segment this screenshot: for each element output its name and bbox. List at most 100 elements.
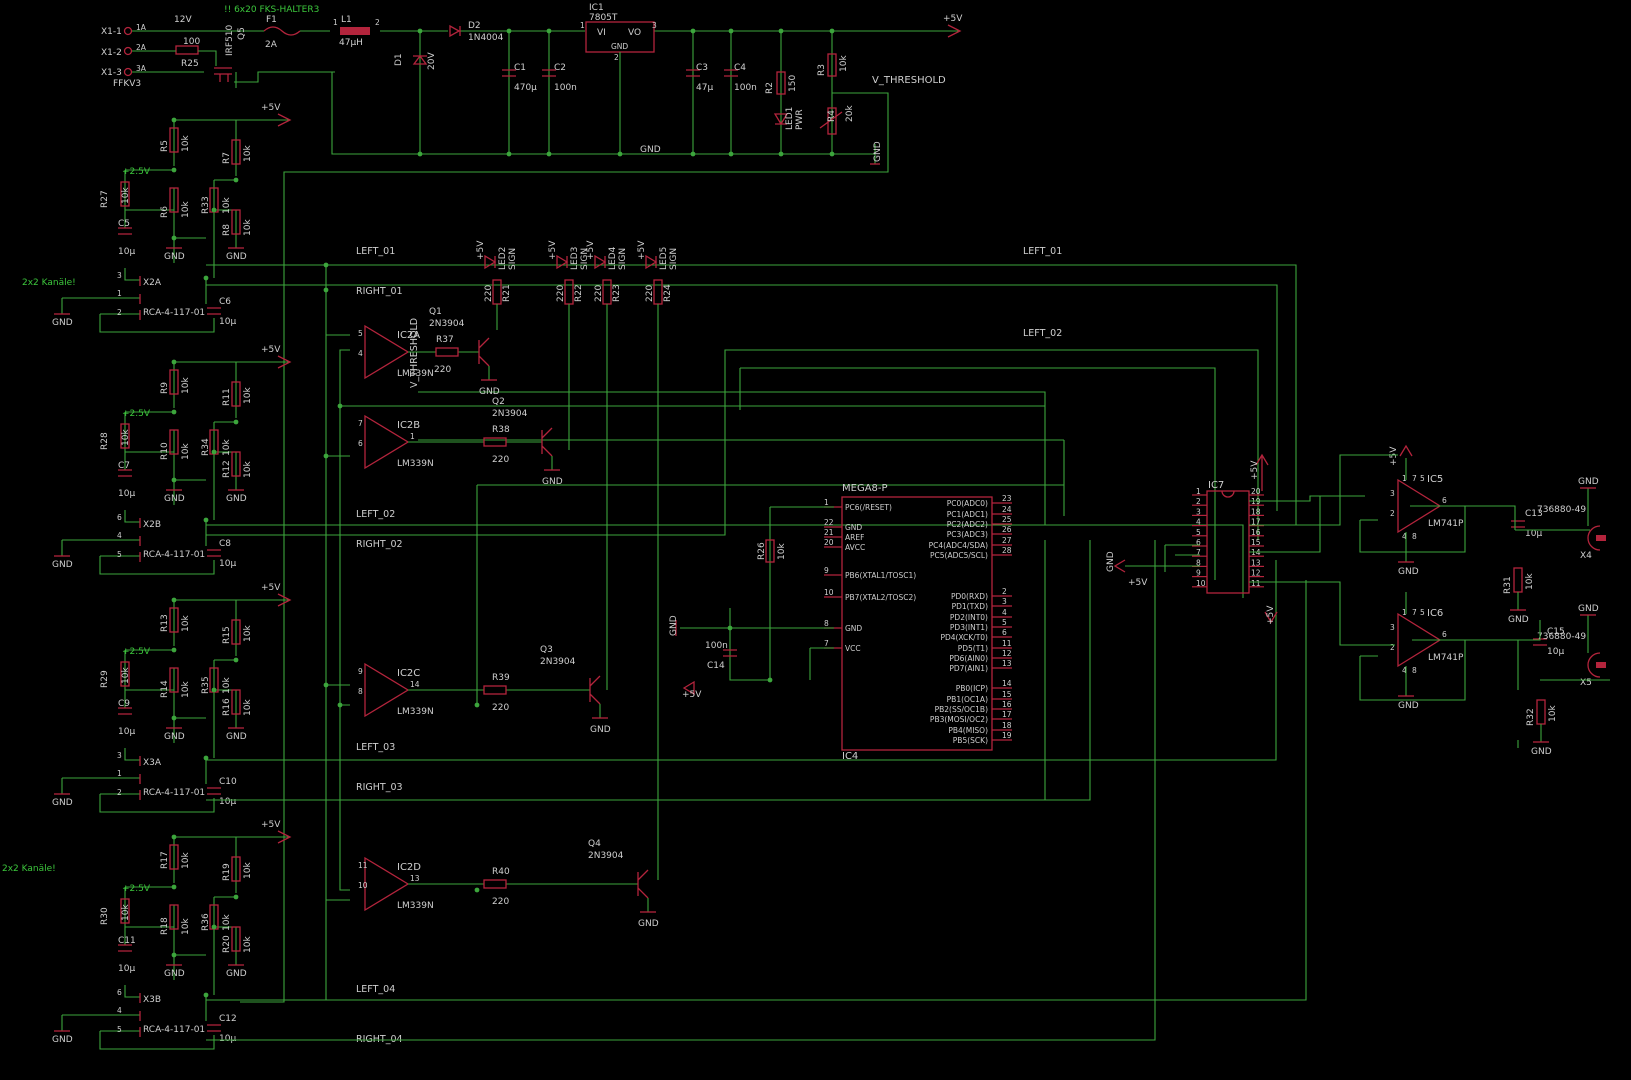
mux-5v-bottom-label: +5V [1266, 605, 1276, 625]
ch4-jack-pin-b: 4 [117, 1006, 122, 1015]
ic6-jack-gnd-label: GND [1578, 604, 1599, 614]
mcu-pin-21-num: 21 [824, 528, 834, 537]
mcu-pin-19-num: 19 [1002, 731, 1012, 740]
mcu-pin-13-num: 13 [1002, 659, 1012, 668]
d2-value: 1N4004 [468, 33, 504, 43]
ic2c-pin-out: 14 [410, 680, 420, 689]
mcu-pin-4-label: PD2(INT0) [950, 613, 988, 622]
ch1-jack-pin-b: 1 [117, 289, 122, 298]
ic5-5v-label: +5V [1389, 446, 1399, 466]
ch2-resistor-rc [231, 381, 241, 407]
ch2-cap-b [207, 549, 221, 557]
ic2d-label: IC2D [397, 862, 421, 873]
ic2a-r-value: 220 [434, 365, 451, 375]
ch1-rf-label: R27 [100, 190, 110, 208]
mcu-ref: IC4 [842, 751, 858, 762]
ic1-label: IC1 [589, 3, 604, 13]
mux-right-pin-7-num: 14 [1251, 548, 1261, 557]
led2-label: LED2 [498, 247, 508, 270]
ic2b-r-label: R38 [492, 425, 510, 435]
c14-label: C14 [707, 661, 725, 671]
mcu-pin-20-label: AVCC [845, 543, 865, 552]
mcu-pin-27-label: PC4(ADC4/SDA) [929, 541, 988, 550]
ch3-rc-label: R15 [222, 626, 232, 644]
ic2a-label: IC2A [397, 330, 420, 341]
ch1-gnd-label-1: GND [164, 252, 185, 262]
ch2-re-label: R34 [201, 438, 211, 456]
ch4-rd-label: R20 [222, 935, 232, 953]
comparators: IC2ALM339N54R37220Q12N3904GNDIC2BLM339N7… [358, 307, 659, 929]
q4-value: 2N3904 [588, 851, 624, 861]
ch2-jack-value: RCA-4-117-01 [143, 550, 205, 560]
supply-5v-label: +5V [943, 14, 963, 24]
mcu-gnd-label: GND [669, 615, 679, 636]
ic6-value: LM741P [1428, 653, 1464, 663]
mcu-pin-1-label: PC6(/RESET) [845, 503, 892, 512]
mux-right-pin-6-num: 15 [1251, 538, 1261, 547]
ch3-resistor-rd [231, 689, 241, 715]
ic2d-value: LM339N [397, 901, 434, 911]
ch3-cap-a-value: 10µ [118, 727, 135, 737]
ch2-cap-a-value: 10µ [118, 489, 135, 499]
ch2-resistor-ra [169, 369, 179, 395]
ch4-5v-arrow [277, 830, 292, 844]
mcu-pin-16-label: PB2(SS/OC1B) [935, 705, 988, 714]
mcu-pin-23-label: PC0(ADC0) [947, 499, 988, 508]
ch1-jack-pin-a: 3 [117, 271, 122, 280]
ch2-gnd-label-2: GND [226, 494, 247, 504]
q2-transistor [541, 427, 553, 457]
ch4-rc-label: R19 [222, 863, 232, 881]
ch3-re-label: R35 [201, 676, 211, 694]
mcu-5v-arrow [682, 680, 695, 696]
ic5-label: IC5 [1427, 474, 1443, 485]
ic1-vi: VI [597, 28, 606, 38]
resistor-r26 [765, 539, 775, 563]
ch4-cap-a-value: 10µ [118, 964, 135, 974]
q3-label: Q3 [540, 645, 553, 655]
mux-right-pin-2-num: 19 [1251, 497, 1261, 506]
ic2b-pin-minus: 6 [358, 439, 363, 448]
mcu-pin-24-num: 24 [1002, 505, 1012, 514]
ic2b-label: IC2B [397, 420, 420, 431]
led2-5v-label: +5V [476, 240, 486, 260]
ch4-resistor-rc [231, 856, 241, 882]
ch4-re-label: R36 [201, 913, 211, 931]
mcu-pin-14-num: 14 [1002, 679, 1012, 688]
ch3-rb-value: 10k [181, 681, 191, 698]
ic2a-pin-plus: 5 [358, 329, 363, 338]
power-supply: X1-1 X1-2 X1-3 1A 2A 3A FFKV3 12V !! 6x2… [101, 3, 963, 1003]
supply-12v-label: 12V [174, 15, 192, 25]
ch1-rb-value: 10k [181, 201, 191, 218]
ic6-pin-1: 1 [1402, 608, 1407, 617]
d2-label: D2 [468, 21, 481, 31]
x1-3-pin [123, 67, 133, 77]
mcu-pin-27-num: 27 [1002, 536, 1012, 545]
ic6-jack-value: 736880-49 [1537, 632, 1586, 642]
ch1-resistor-rb [169, 187, 179, 213]
led-pwr [773, 113, 789, 126]
ic1-pin2: 2 [614, 53, 619, 62]
mcu-pin-9-label: PB6(XTAL1/TOSC1) [845, 571, 916, 580]
ic2a-r-label: R37 [436, 335, 454, 345]
ic2c-resistor [483, 685, 507, 695]
gnd-side-label: GND [873, 141, 883, 162]
ic5-r-value: 10k [1525, 573, 1535, 590]
ch1-re-label: R33 [201, 196, 211, 214]
ic2c-value: LM339N [397, 707, 434, 717]
mcu-pin-26-num: 26 [1002, 525, 1012, 534]
mcu-pin-10-num: 10 [824, 588, 834, 597]
ch1-resistor-ra [169, 127, 179, 153]
ch2-resistor-rb [169, 429, 179, 455]
ic5-jack-pin-icon [1596, 535, 1606, 541]
ch4-cap-a [118, 944, 132, 952]
r2-label: R2 [765, 82, 775, 94]
led4-value: SIGN [618, 248, 628, 270]
ic2d-r-value: 220 [492, 897, 509, 907]
